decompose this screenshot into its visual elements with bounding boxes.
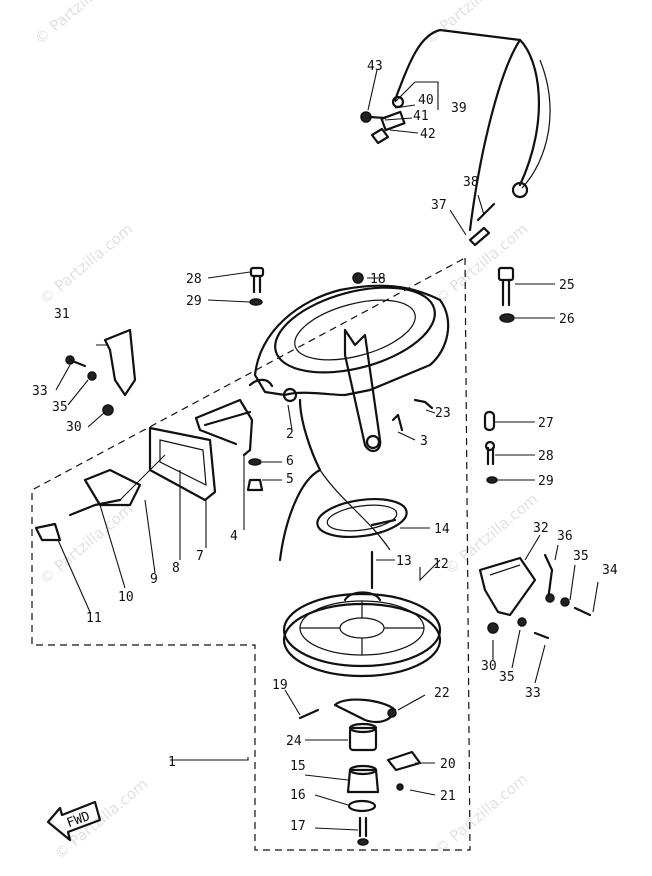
callout-33-right: 33: [525, 686, 541, 701]
callout-32: 32: [533, 521, 549, 536]
fwd-arrow: FWD: [46, 800, 102, 842]
callout-15: 15: [290, 759, 306, 774]
callout-6: 6: [286, 454, 294, 469]
callout-34: 34: [602, 563, 618, 578]
callout-9: 9: [150, 572, 158, 587]
reel-pulley: [282, 591, 442, 678]
watermark-3: © Partzilla.com: [36, 220, 136, 308]
callout-17: 17: [290, 819, 306, 834]
callout-7: 7: [196, 549, 204, 564]
callout-41: 41: [413, 109, 429, 124]
callout-38: 38: [463, 175, 479, 190]
callout-43: 43: [367, 59, 383, 74]
bolt-18: [352, 272, 364, 284]
watermark-2: © Partzilla.com: [421, 0, 521, 48]
watermark-1: © Partzilla.com: [31, 0, 131, 48]
callout-8: 8: [172, 561, 180, 576]
callout-19: 19: [272, 678, 288, 693]
callout-24: 24: [286, 734, 302, 749]
callout-29-right: 29: [538, 474, 554, 489]
callout-13: 13: [396, 554, 412, 569]
callout-35-right: 35: [573, 549, 589, 564]
lock-bracket-31: [65, 328, 137, 416]
callout-18: 18: [370, 272, 386, 287]
leader-lines: [55, 69, 599, 831]
starter-case: [248, 284, 450, 562]
center-hub-parts: [346, 722, 380, 846]
callout-29-left: 29: [186, 294, 202, 309]
callout-12: 12: [433, 557, 449, 572]
callout-27: 27: [538, 416, 554, 431]
callout-1: 1: [168, 755, 176, 770]
callout-35-left: 35: [52, 400, 68, 415]
callout-42: 42: [420, 127, 436, 142]
callout-25: 25: [559, 278, 575, 293]
right-bracket-32: [478, 553, 592, 640]
callout-33-left: 33: [32, 384, 48, 399]
callout-11: 11: [86, 611, 102, 626]
callout-30-left: 30: [66, 420, 82, 435]
callout-20: 20: [440, 757, 456, 772]
callout-37: 37: [431, 198, 447, 213]
callout-4: 4: [230, 529, 238, 544]
callout-28-right: 28: [538, 449, 554, 464]
callout-26: 26: [559, 312, 575, 327]
callout-5: 5: [286, 472, 294, 487]
callout-22: 22: [434, 686, 450, 701]
cable-bracket-top: [360, 95, 406, 145]
callout-30-right: 30: [481, 659, 497, 674]
callout-3: 3: [420, 434, 428, 449]
callout-36: 36: [557, 529, 573, 544]
callout-23: 23: [435, 406, 451, 421]
callout-labels: 1 2 3 4 5 6 7 8 9 10 11 12 13 14 15 16 1…: [32, 59, 618, 834]
callout-35-bottom: 35: [499, 670, 515, 685]
callout-28-left: 28: [186, 272, 202, 287]
watermark-4: © Partzilla.com: [431, 220, 531, 308]
callout-14: 14: [434, 522, 450, 537]
starter-lock-parts: [34, 398, 254, 542]
callout-21: 21: [440, 789, 456, 804]
callout-10: 10: [118, 590, 134, 605]
callout-40: 40: [418, 93, 434, 108]
callout-39: 39: [451, 101, 467, 116]
watermark-8: © Partzilla.com: [431, 770, 531, 858]
spiral-spring: [316, 498, 408, 538]
callout-31: 31: [54, 307, 70, 322]
throttle-cable: [393, 28, 551, 247]
assembly-boundary: [31, 257, 471, 851]
callout-2: 2: [286, 427, 294, 442]
watermark-6: © Partzilla.com: [441, 490, 541, 578]
callout-16: 16: [290, 788, 306, 803]
